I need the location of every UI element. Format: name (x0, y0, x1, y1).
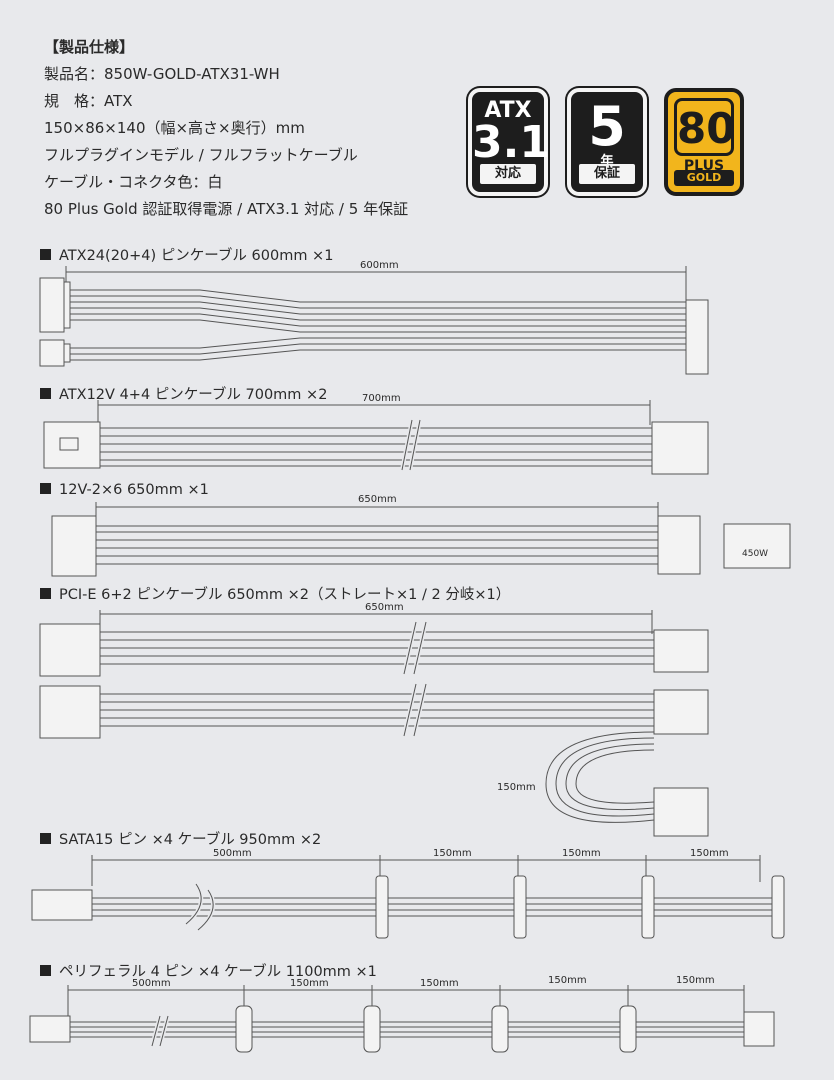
section-title-text: ATX24(20+4) ピンケーブル 600mm ×1 (59, 248, 334, 264)
section-title-text: SATA15 ピン ×4 ケーブル 950mm ×2 (59, 832, 322, 848)
section-title-atx12v: ATX12V 4+4 ピンケーブル 700mm ×2 (40, 383, 327, 404)
spec-block: 【製品仕様】 製品名：850W-GOLD-ATX31-WH 規 格：ATX 15… (44, 34, 408, 223)
dim-label-12v2x6: 650mm (358, 494, 397, 505)
atx31-badge: ATX 3.1 対応 (468, 88, 550, 196)
dim-label-atx24: 600mm (360, 260, 399, 271)
spec-line-cert: 80 Plus Gold 認証取得電源 / ATX3.1 対応 / 5 年保証 (44, 200, 409, 218)
80plus-badge-grade: GOLD (674, 170, 734, 186)
pcie-cable-split (39, 683, 709, 837)
section-title-text: ペリフェラル 4 ピン ×4 ケーブル 1100mm ×1 (59, 964, 377, 980)
bullet-square-icon (40, 483, 51, 494)
dim-label-atx12v: 700mm (362, 393, 401, 404)
dim-label-sata-3: 150mm (562, 848, 601, 859)
spec-line-model: フルプラグインモデル / フルフラットケーブル (44, 146, 358, 164)
dim-label-peri-1: 500mm (132, 978, 171, 989)
connector-450w-label: 450W (742, 549, 769, 559)
atx24-cable (39, 277, 709, 375)
section-title-peripheral: ペリフェラル 4 ピン ×4 ケーブル 1100mm ×1 (40, 960, 377, 981)
pcie-cable-straight (39, 621, 709, 677)
dim-label-peri-3: 150mm (420, 978, 459, 989)
bullet-square-icon (40, 965, 51, 976)
spec-line-standard: 規 格：ATX (44, 92, 133, 110)
dim-label-peri-5: 150mm (676, 975, 715, 986)
badge-row: ATX 3.1 対応 5 年 保証 80 PLUS GOLD (468, 88, 750, 196)
dimension-line (97, 400, 651, 425)
dimension-line (65, 266, 687, 300)
bullet-square-icon (40, 249, 51, 260)
atx-badge-version: 3.1 (472, 117, 550, 168)
dimension-line (99, 610, 653, 634)
sata-cable (31, 875, 785, 939)
dim-label-pcie-branch: 150mm (497, 782, 536, 793)
spec-line-size: 150×86×140（幅×高さ×奥行）mm (44, 119, 305, 137)
section-title-text: ATX12V 4+4 ピンケーブル 700mm ×2 (59, 387, 328, 403)
peripheral-cable (29, 1005, 775, 1053)
12v2x6-cable (51, 515, 791, 577)
dim-label-peri-4: 150mm (548, 975, 587, 986)
atx-badge-top: ATX (484, 98, 532, 123)
dimension-line (91, 855, 761, 886)
spec-heading: 【製品仕様】 (44, 38, 135, 56)
atx-badge-label: 対応 (480, 164, 536, 184)
section-title-12v2x6: 12V-2×6 650mm ×1 (40, 482, 209, 498)
80plus-gold-badge: 80 PLUS GOLD (664, 88, 744, 196)
bullet-square-icon (40, 833, 51, 844)
section-title-text: PCI-E 6+2 ピンケーブル 650mm ×2（ストレート×1 / 2 分岐… (59, 587, 511, 603)
dim-label-sata-4: 150mm (690, 848, 729, 859)
warranty-badge: 5 年 保証 (567, 88, 647, 196)
section-title-sata: SATA15 ピン ×4 ケーブル 950mm ×2 (40, 828, 321, 849)
spec-line-name: 製品名：850W-GOLD-ATX31-WH (44, 65, 280, 83)
warranty-badge-years: 5 (588, 95, 626, 158)
section-title-atx24: ATX24(20+4) ピンケーブル 600mm ×1 (40, 244, 333, 265)
dimension-line (95, 502, 659, 528)
dim-label-sata-2: 150mm (433, 848, 472, 859)
dim-label-sata-1: 500mm (213, 848, 252, 859)
bullet-square-icon (40, 588, 51, 599)
section-title-pcie: PCI-E 6+2 ピンケーブル 650mm ×2（ストレート×1 / 2 分岐… (40, 583, 510, 604)
dimension-line (67, 985, 745, 1016)
spec-line-color: ケーブル・コネクタ色：白 (44, 173, 223, 191)
dim-label-peri-2: 150mm (290, 978, 329, 989)
section-title-text: 12V-2×6 650mm ×1 (59, 482, 209, 498)
warranty-badge-label: 保証 (579, 164, 635, 184)
80plus-badge-number: 80 (674, 98, 735, 156)
atx12v-cable (43, 419, 709, 475)
bullet-square-icon (40, 388, 51, 399)
dim-label-pcie: 650mm (365, 602, 404, 613)
